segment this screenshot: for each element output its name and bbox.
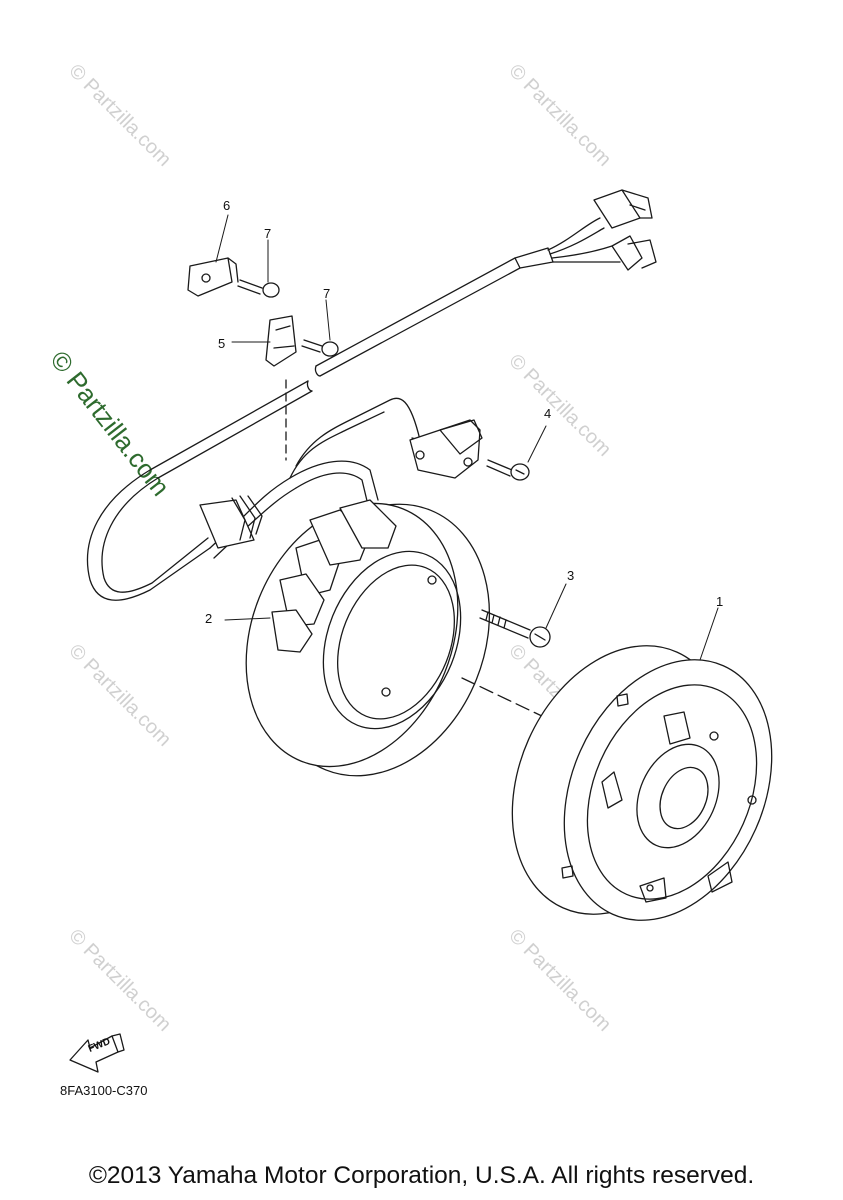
callout-3: 3 [567,568,575,583]
bracket-6 [187,257,239,297]
diagram-code: 8FA3100-C370 [60,1083,148,1098]
screw-4 [486,459,530,481]
wire-harness [86,189,657,601]
rotor-flywheel [511,645,773,921]
screw-7-lower [301,339,339,357]
stator [245,499,491,777]
leader-lines [215,214,719,661]
clamp-5 [265,315,297,367]
callout-6: 6 [223,198,231,213]
copyright-notice: ©2013 Yamaha Motor Corporation, U.S.A. A… [88,1162,755,1189]
callout-7-lower: 7 [323,286,331,301]
pickup-coil [409,419,483,479]
stator-lead [199,397,429,559]
callout-2: 2 [205,611,213,626]
fwd-arrow-icon [69,1033,125,1073]
screw-7-upper [237,279,280,298]
callout-7-upper: 7 [264,226,272,241]
callout-4: 4 [544,406,552,421]
alignment-line [461,677,547,719]
callout-1: 1 [716,594,724,609]
callout-5: 5 [218,336,226,351]
bolt-3 [479,609,551,648]
